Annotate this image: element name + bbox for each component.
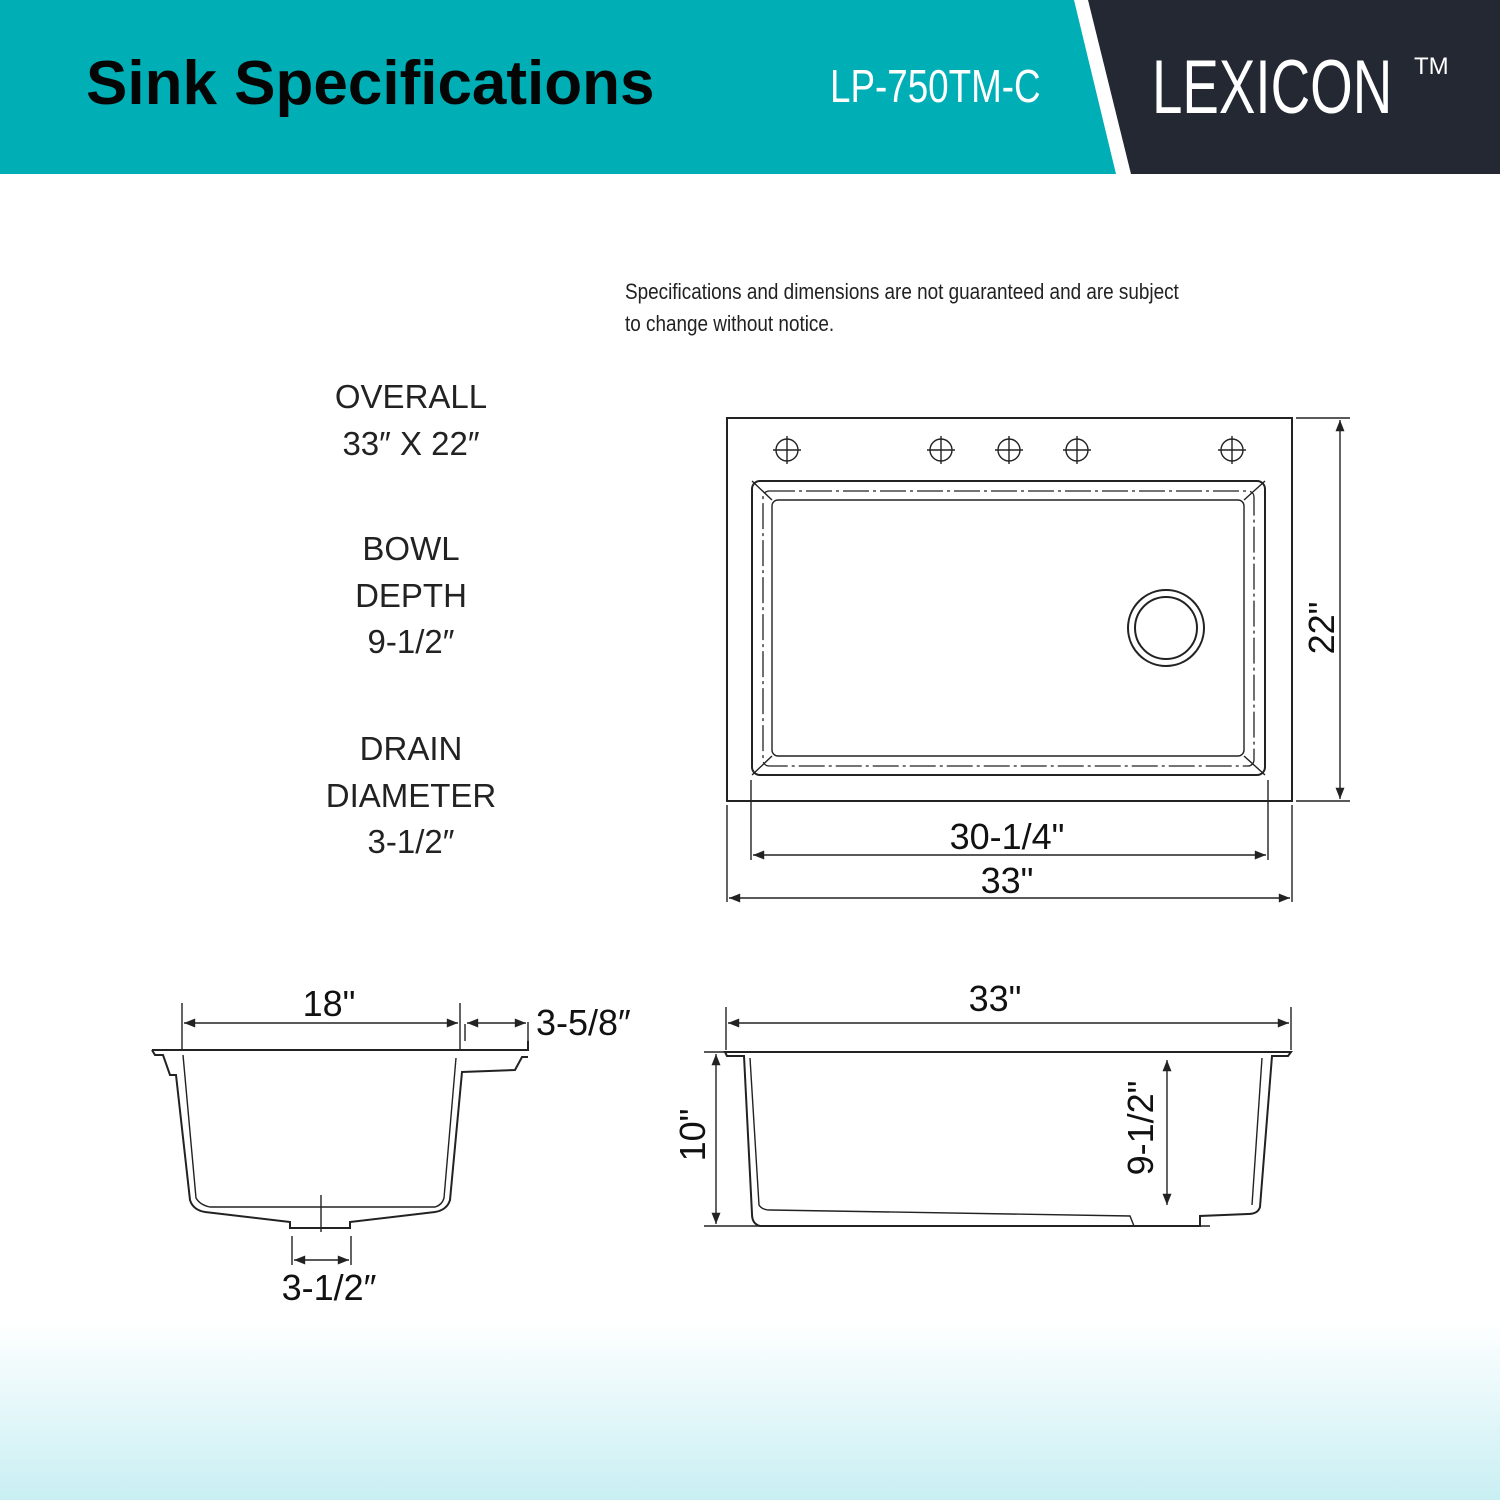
front-overall-width: 33" [969,978,1022,1019]
side-drain-width: 3-1/2″ [282,1267,377,1308]
side-deck-width: 3-5/8″ [536,1002,631,1043]
header-banner: Sink Specifications LP-750TM-C LEXICON T… [0,0,1500,174]
page-title: Sink Specifications [86,49,655,118]
disclaimer-line-1: Specifications and dimensions are not gu… [625,280,1179,305]
bowl-label-1: BOWL [362,530,459,567]
top-overall-width: 33" [981,860,1034,901]
top-overall-depth: 22" [1301,602,1342,655]
brand-logo: LEXICON [1152,45,1392,130]
spec-list: OVERALL 33″ X 22″ BOWL DEPTH 9-1/2″ DRAI… [326,378,497,860]
overall-label: OVERALL [335,378,487,415]
disclaimer-line-2: to change without notice. [625,312,834,337]
faucet-holes [773,436,1246,464]
front-height: 10" [672,1109,713,1162]
bowl-label-2: DEPTH [355,577,467,614]
footer-gradient [0,1320,1500,1500]
drain-label-1: DRAIN [360,730,463,767]
front-view-drawing [704,1007,1293,1227]
drain-diameter-value: 3-1/2″ [368,823,455,860]
header-dark [1088,0,1500,174]
overall-value: 33″ X 22″ [342,425,479,462]
top-view-drawing [726,417,1350,903]
side-view-drawing [151,1003,529,1265]
drain-label-2: DIAMETER [326,777,497,814]
trademark: TM [1414,53,1449,80]
header-teal [0,0,1120,174]
bowl-depth-value: 9-1/2″ [368,623,455,660]
front-bowl-depth: 9-1/2" [1120,1081,1161,1176]
side-bowl-width: 18" [303,983,356,1024]
model-number: LP-750TM-C [830,60,1041,112]
top-bowl-width: 30-1/4" [950,816,1065,857]
